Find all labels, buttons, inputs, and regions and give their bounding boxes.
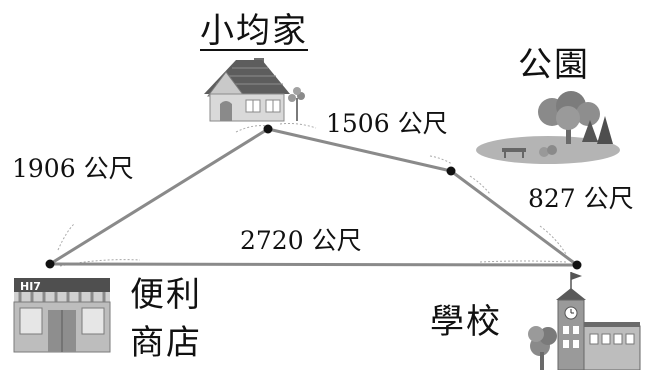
route-lines <box>48 127 579 267</box>
distance-store-school: 2720 公尺 <box>240 226 362 255</box>
route-store-school <box>48 262 579 267</box>
label-school: 學校 <box>430 302 502 342</box>
distance-home-turn: 1506 公尺 <box>326 109 448 138</box>
point-turn <box>446 166 456 176</box>
label-store-line2: 商店 <box>130 323 202 363</box>
point-school <box>572 260 582 270</box>
store-icon: HI7 <box>13 278 111 353</box>
distance-store-home: 1906 公尺 <box>12 154 134 183</box>
house-icon <box>204 58 305 122</box>
point-home <box>263 124 273 134</box>
route-home-turn <box>266 127 453 173</box>
label-store-line1: 便利 <box>130 275 202 315</box>
label-park: 公園 <box>518 45 590 85</box>
store-sign: HI7 <box>20 280 41 293</box>
distance-turn-school: 827 公尺 <box>528 184 634 213</box>
label-home: 小均家 <box>200 11 308 51</box>
route-store-home <box>48 127 270 266</box>
park-icon <box>476 91 620 164</box>
route-points <box>45 124 582 270</box>
school-icon <box>528 272 641 370</box>
angle-arcs <box>57 123 567 267</box>
route-turn-school <box>449 169 579 267</box>
point-store <box>45 259 55 269</box>
